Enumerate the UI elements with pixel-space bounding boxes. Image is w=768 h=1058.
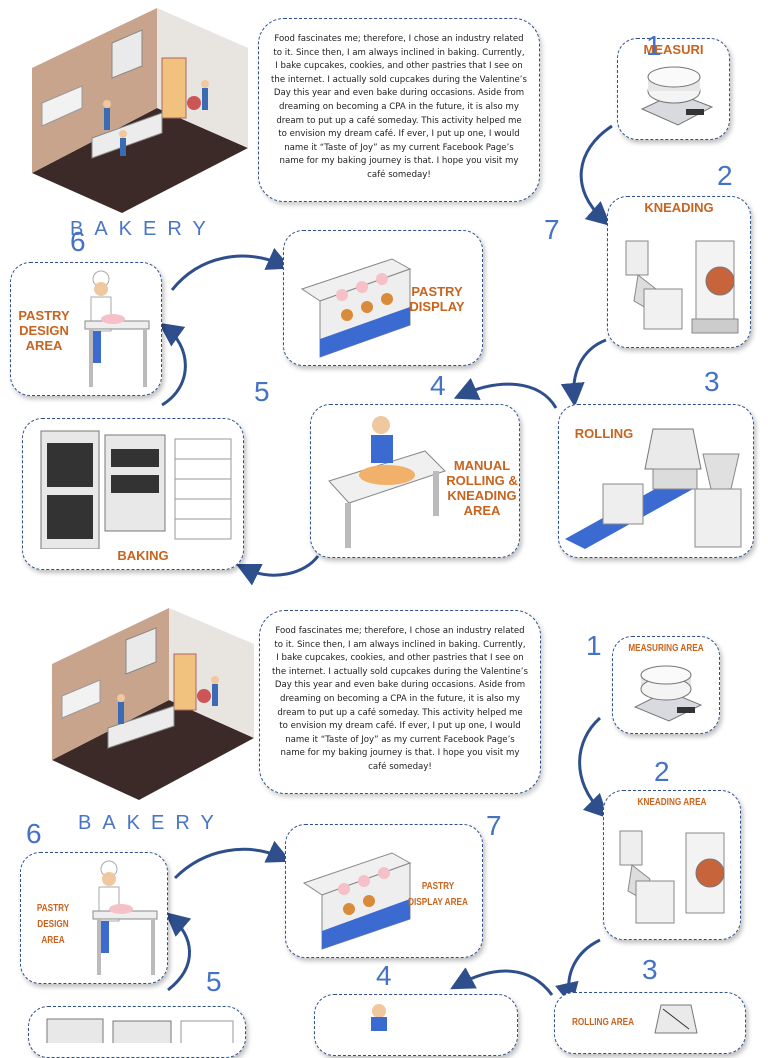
scale-icon (640, 66, 714, 126)
pastry-chef-icon-2 (92, 860, 158, 975)
baker-rolling-icon (328, 416, 446, 548)
kneading-area-card-2: KNEADING AREA (603, 790, 741, 940)
pastry-display-area-card: PASTRY DISPLAY (283, 230, 483, 366)
step-number-6: 6 (70, 226, 86, 257)
manual-rolling-area-card: MANUAL ROLLING & KNEADING AREA (310, 404, 520, 558)
step-number-3b: 3 (642, 954, 658, 985)
oven-icon (40, 430, 232, 549)
step-number-6b: 6 (26, 818, 42, 849)
step-number-5: 5 (254, 376, 270, 407)
dough-roller-icon-2 (654, 1004, 698, 1034)
pastry-design-area-card: PASTRY DESIGN AREA (10, 262, 162, 396)
dough-roller-icon (565, 428, 742, 549)
oven-icon-2 (46, 1018, 234, 1043)
baking-area-card-2 (28, 1006, 246, 1058)
rolling-area-label: ROLLING (574, 426, 634, 441)
kneading-area-label-2: KNEADING AREA (637, 797, 707, 808)
rolling-area-card: ROLLING (558, 404, 754, 558)
step-number-7b: 7 (486, 810, 502, 841)
pastry-design-area-card-2: PASTRY DESIGN AREA (20, 852, 168, 984)
step-number-2b: 2 (654, 756, 670, 787)
rolling-area-card-2: ROLLING AREA (554, 992, 746, 1054)
kneading-area-card: KNEADING (607, 196, 751, 348)
bakery-title-2: BAKERY (78, 812, 225, 834)
display-case-icon-2 (302, 852, 412, 950)
pastry-chef-icon (84, 270, 150, 387)
manual-rolling-area-label: MANUAL ROLLING & KNEADING AREA (446, 458, 518, 518)
pastry-design-area-label-2: PASTRY DESIGN AREA (36, 903, 70, 946)
step-number-4: 4 (430, 370, 446, 401)
step-number-1: 1 (646, 30, 662, 61)
bakery-title: BAKERY (70, 218, 217, 240)
kneader-icon-2 (619, 830, 725, 924)
measuring-area-label: MEASURI (643, 42, 704, 57)
flow-arrows (158, 124, 613, 1007)
step-number-2: 2 (717, 160, 733, 191)
measuring-area-label-2: MEASURING AREA (628, 643, 704, 654)
step-number-4b: 4 (376, 960, 392, 991)
bakery-illustration (32, 8, 248, 213)
arrow-1-2 (579, 124, 613, 226)
manual-rolling-area-card-2 (314, 994, 518, 1056)
baking-area-card: BAKING (22, 418, 244, 570)
measuring-area-card: MEASURI (617, 38, 730, 140)
measuring-area-card-2: MEASURING AREA (612, 636, 720, 734)
step-number-1b: 1 (586, 630, 602, 661)
kneader-icon (625, 240, 739, 334)
story-text: Food fascinates me; therefore, I chose a… (258, 18, 540, 202)
bakery-illustration-2 (52, 608, 254, 800)
step-number-5b: 5 (206, 966, 222, 997)
pastry-display-area-label-2: PASTRY DISPLAY AREA (408, 881, 468, 908)
pastry-design-area-label: PASTRY DESIGN AREA (18, 308, 70, 353)
pastry-display-area-label: PASTRY DISPLAY (409, 284, 465, 314)
pastry-display-area-card-2: PASTRY DISPLAY AREA (285, 824, 483, 958)
kneading-area-label: KNEADING (644, 200, 714, 215)
rolling-area-label-2: ROLLING AREA (571, 1017, 635, 1028)
display-case-icon (300, 258, 412, 358)
scale-icon-2 (633, 665, 703, 722)
baking-area-label: BAKING (117, 548, 169, 563)
story-text-2: Food fascinates me; therefore, I chose a… (259, 610, 541, 794)
step-number-7: 7 (544, 214, 560, 245)
step-number-3: 3 (704, 366, 720, 397)
baker-icon-2 (371, 1004, 387, 1031)
